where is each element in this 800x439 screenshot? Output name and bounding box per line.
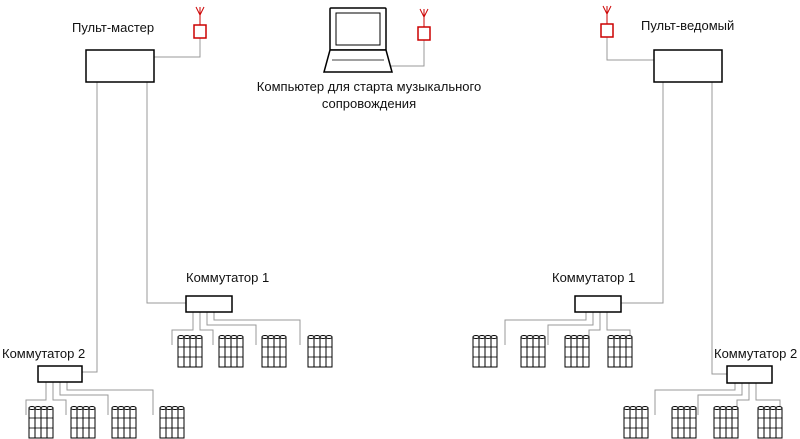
wire-slave-switch2 xyxy=(711,82,727,375)
switch2-left-label: Коммутатор 2 xyxy=(2,346,86,361)
switch1-left-label: Коммутатор 1 xyxy=(186,270,270,285)
pyro-clusters-right-switch1 xyxy=(473,336,632,368)
pyro-clusters-left-switch1 xyxy=(178,336,332,368)
pyro-tube-cluster-icon xyxy=(714,407,738,439)
pyro-tube-cluster-icon xyxy=(71,407,95,439)
slave-console-label: Пульт-ведомый xyxy=(641,18,735,33)
pyro-tube-cluster-icon xyxy=(178,336,202,368)
wire-master-switch2 xyxy=(82,82,98,373)
wire-ls2-c3 xyxy=(59,382,109,415)
wire-rs2-c2 xyxy=(697,383,743,415)
wire-ls1-c2 xyxy=(199,312,214,345)
slave-console xyxy=(653,49,723,83)
antenna-icon xyxy=(417,8,431,41)
wire-master-switch1 xyxy=(146,82,186,304)
pyro-tube-cluster-icon xyxy=(219,336,243,368)
wire-rs2-c3 xyxy=(736,383,750,415)
wire-computer-antenna xyxy=(386,40,425,67)
wire-rs1-c2 xyxy=(547,312,594,345)
pyro-tube-cluster-icon xyxy=(608,336,632,368)
switch2-right xyxy=(726,365,773,384)
antenna-icon xyxy=(193,6,207,39)
wire-ls2-c2 xyxy=(52,382,67,415)
antenna-icon xyxy=(600,5,614,38)
switch1-right xyxy=(574,295,622,313)
pyro-clusters-right-switch2 xyxy=(624,407,782,439)
wire-ls1-c1 xyxy=(171,312,194,345)
computer-label-line1: Компьютер для старта музыкального xyxy=(256,79,482,94)
pyro-tube-cluster-icon xyxy=(262,336,286,368)
pyro-tube-cluster-icon xyxy=(29,407,53,439)
pyro-tube-cluster-icon xyxy=(672,407,696,439)
wire-ls2-c1 xyxy=(25,382,47,415)
wire-slave-switch1 xyxy=(618,82,664,304)
master-console xyxy=(85,49,155,83)
wire-rs1-c3 xyxy=(588,312,601,345)
wire-master-antenna xyxy=(154,38,201,58)
pyro-tube-cluster-icon xyxy=(160,407,184,439)
pyro-tube-cluster-icon xyxy=(112,407,136,439)
pyro-tube-cluster-icon xyxy=(521,336,545,368)
switch2-right-label: Коммутатор 2 xyxy=(714,346,798,361)
switch1-right-label: Коммутатор 1 xyxy=(552,270,636,285)
wire-rs1-c1 xyxy=(504,312,587,345)
pyro-tube-cluster-icon xyxy=(624,407,648,439)
wire-ls1-c3 xyxy=(206,312,257,345)
switch2-left xyxy=(37,365,83,383)
pyro-clusters-left-switch2 xyxy=(29,407,184,439)
wire-rs2-c1 xyxy=(654,383,736,415)
pyro-tube-cluster-icon xyxy=(758,407,782,439)
switch1-left xyxy=(185,295,233,313)
pyro-tube-cluster-icon xyxy=(308,336,332,368)
wire-ls2-c4 xyxy=(66,382,154,415)
wire-slave-antenna xyxy=(606,37,654,61)
computer-label-line2: сопровождения xyxy=(321,96,417,111)
pyro-tube-cluster-icon xyxy=(565,336,589,368)
pyro-tube-cluster-icon xyxy=(473,336,497,368)
wire-ls1-c4 xyxy=(213,312,301,345)
master-console-label: Пульт-мастер xyxy=(72,20,155,35)
laptop-icon xyxy=(323,7,393,73)
